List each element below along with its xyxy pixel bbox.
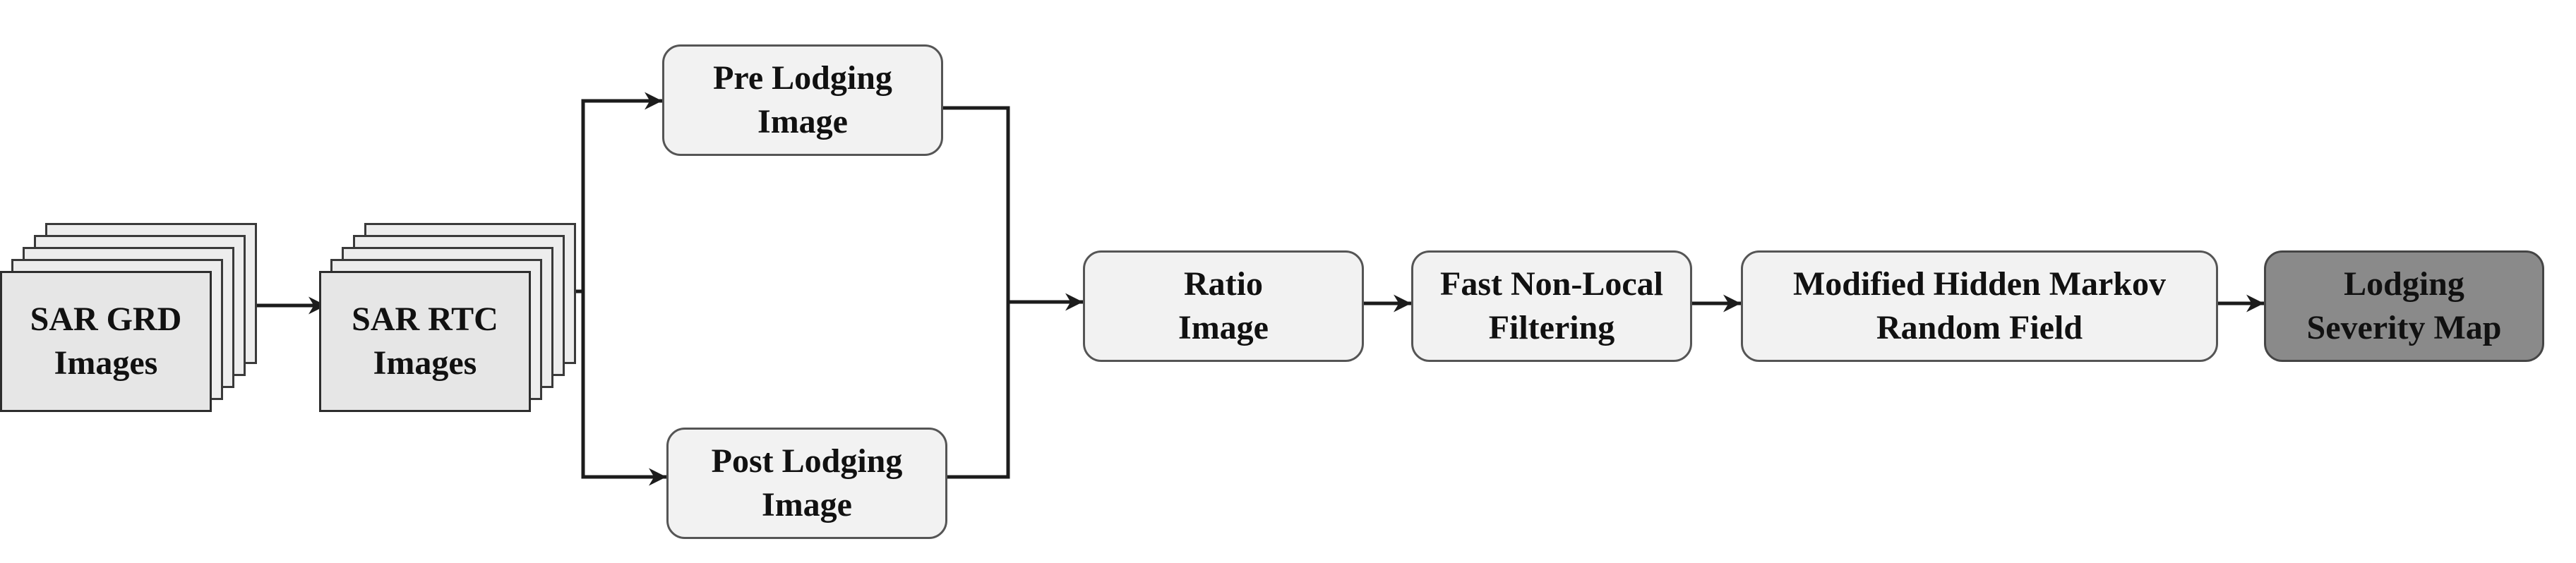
severity-map-label-line-1: Lodging	[2344, 265, 2464, 303]
lodging-severity-map-node: Lodging Severity Map	[2264, 250, 2544, 362]
edge-pre-lodging-to-ratio	[940, 106, 1083, 311]
fast-nonlocal-label-line-1: Fast Non-Local	[1440, 265, 1663, 303]
severity-map-label-line-2: Severity Map	[2306, 309, 2502, 346]
sar-rtc-label-line-1: SAR RTC	[352, 301, 498, 338]
fast-nonlocal-label-line-2: Filtering	[1488, 309, 1615, 346]
edge-post-lodging-to-ratio	[945, 302, 1010, 479]
mhmrf-label-line-2: Random Field	[1876, 309, 2083, 346]
mhmrf-label-line-1: Modified Hidden Markov	[1792, 265, 2167, 303]
edge-rtc-to-post-lodging	[581, 291, 666, 486]
sar-rtc-node: SAR RTC Images	[319, 271, 531, 412]
ratio-image-node: Ratio Image	[1083, 250, 1364, 362]
sar-grd-label-line-1: SAR GRD	[30, 301, 182, 338]
post-lodging-label-line-2: Image	[762, 486, 852, 523]
fast-nonlocal-filtering-node: Fast Non-Local Filtering	[1411, 250, 1692, 362]
sar-grd-node: SAR GRD Images	[0, 271, 212, 412]
post-lodging-label-line-1: Post Lodging	[711, 442, 903, 480]
post-lodging-node: Post Lodging Image	[666, 428, 947, 539]
ratio-image-label-line-1: Ratio	[1184, 265, 1263, 303]
sar-grd-label-line-2: Images	[54, 344, 158, 382]
mhmrf-node: Modified Hidden Markov Random Field	[1741, 250, 2218, 362]
ratio-image-label-line-2: Image	[1178, 309, 1269, 346]
pre-lodging-node: Pre Lodging Image	[662, 44, 943, 156]
sar-rtc-label-line-2: Images	[373, 344, 477, 382]
pre-lodging-label-line-2: Image	[757, 103, 848, 140]
pre-lodging-label-line-1: Pre Lodging	[713, 59, 892, 97]
